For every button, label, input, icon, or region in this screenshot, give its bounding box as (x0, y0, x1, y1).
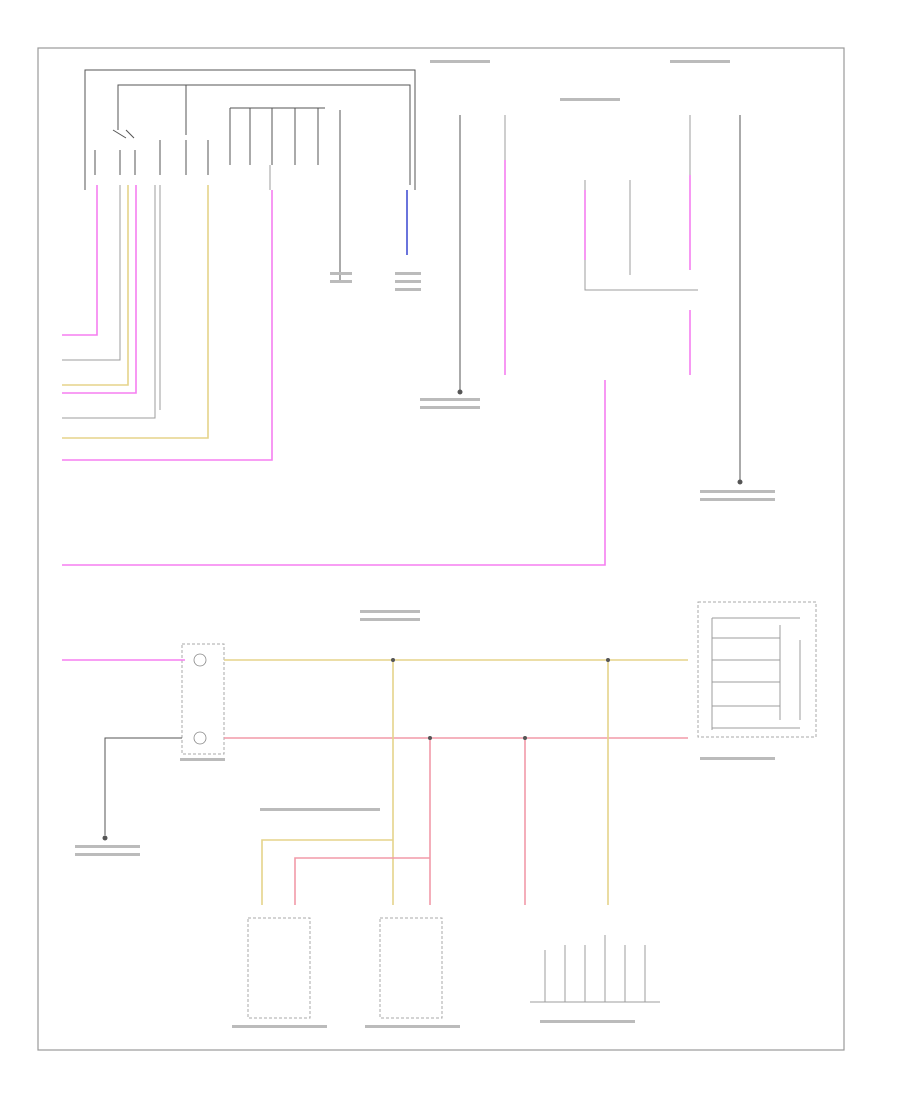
component-label-marks (75, 60, 775, 1028)
top-left-harness (84, 69, 416, 280)
long-pink-wire (62, 380, 606, 566)
diagram-frame (37, 47, 845, 1051)
left-wire-bundle (62, 185, 273, 461)
clockspring (181, 643, 225, 755)
left-steering-wheel-switch (697, 601, 817, 738)
right-steering-wheel-switch (530, 935, 660, 1003)
right-paddle-shifter (379, 917, 443, 1019)
left-paddle-shifter (247, 917, 311, 1019)
left-switch-internals (711, 617, 801, 730)
top-right-harness (584, 115, 743, 485)
top-middle-harness (457, 115, 506, 395)
